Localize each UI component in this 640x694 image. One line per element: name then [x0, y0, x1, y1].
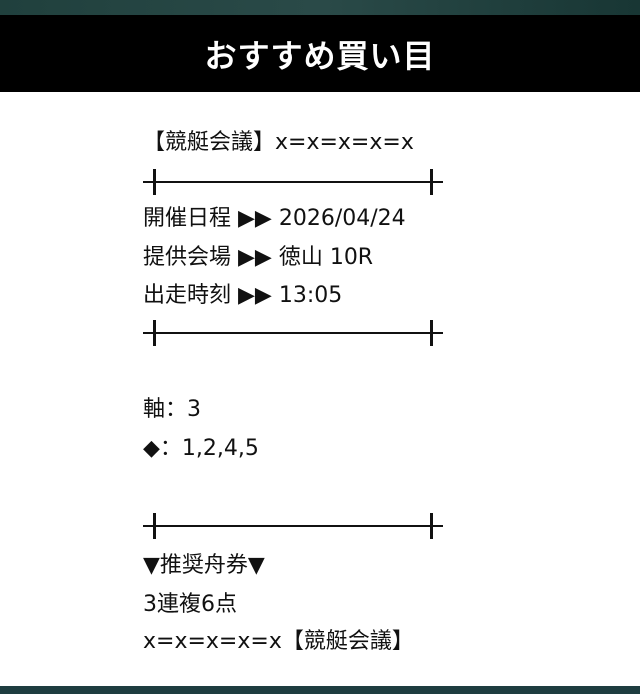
time-line: 出走時刻 ▶▶ 13:05 [143, 283, 343, 308]
divider [143, 169, 443, 195]
bet-line: 3連複6点 [143, 592, 237, 617]
divider [143, 513, 443, 539]
header-bar: おすすめ買い目 [0, 15, 640, 92]
background-bottom [0, 686, 640, 694]
diamond-line: ◆：1,2,4,5 [143, 436, 259, 461]
page-title: おすすめ買い目 [204, 36, 436, 75]
intro-text: 【競艇会議】x=x=x=x=x [143, 130, 414, 155]
divider [143, 320, 443, 346]
background-top [0, 0, 640, 15]
date-line: 開催日程 ▶▶ 2026/04/24 [143, 206, 406, 231]
axis-line: 軸：3 [143, 397, 201, 422]
content-panel [0, 92, 640, 686]
recommend-heading: ▼推奨舟券▼ [143, 553, 265, 578]
venue-line: 提供会場 ▶▶ 徳山 10R [143, 245, 374, 270]
outro-text: x=x=x=x=x【競艇会議】 [143, 629, 414, 654]
